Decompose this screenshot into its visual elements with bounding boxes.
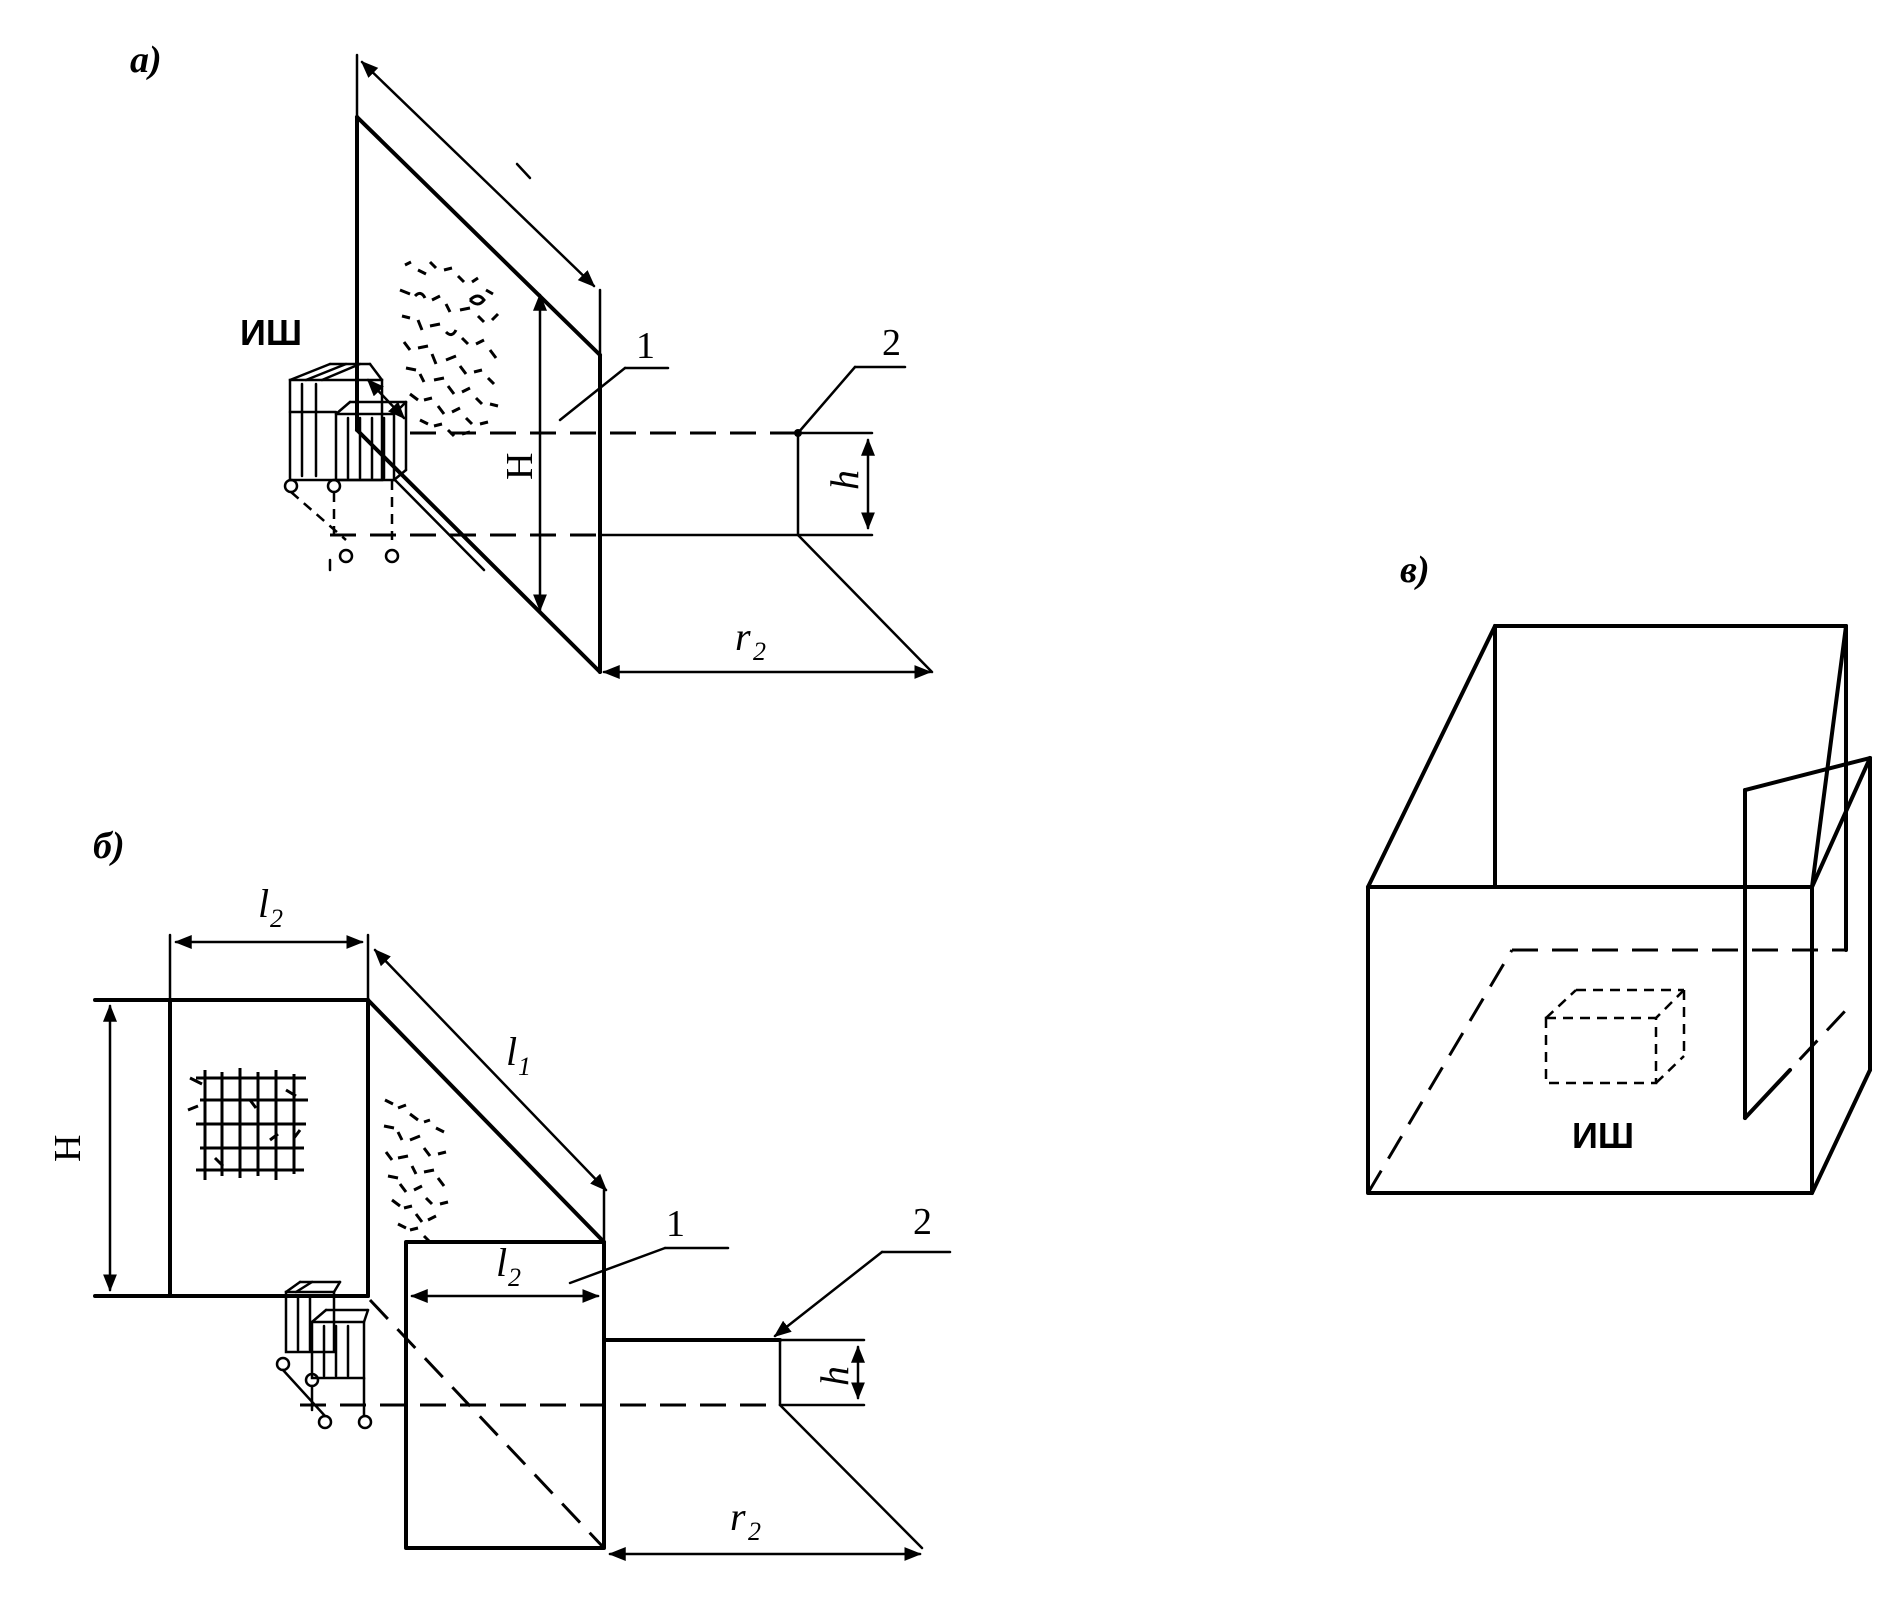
dim-l2-top-text: l <box>258 881 269 926</box>
dim-l1-b: l 1 <box>373 948 608 1244</box>
dim-r-a-text: r <box>735 614 751 659</box>
panel-a: а) H <box>130 39 934 679</box>
dim-l-a <box>355 53 602 357</box>
dim-l2-front-b: l 2 <box>410 1240 600 1303</box>
screen-1-b <box>404 1240 606 1550</box>
dim-h-b: h <box>778 1338 866 1407</box>
callout-2-b: 2 <box>773 1201 952 1338</box>
source-label-a: ИШ <box>240 312 302 353</box>
hatching-b-rear <box>187 1068 308 1180</box>
dim-l2-top-sub: 2 <box>270 904 283 933</box>
panel-c: в) <box>1366 549 1872 1195</box>
dim-h-a-text: h <box>822 470 867 490</box>
panel-b: б) l 2 H l 1 <box>47 825 952 1561</box>
dim-h-a: h <box>796 431 875 537</box>
receiver-band-a <box>330 429 934 674</box>
panel-a-label: а) <box>130 39 162 81</box>
rear-plate-b <box>93 998 606 1298</box>
panel-b-label: б) <box>93 825 125 867</box>
dim-H-b: H <box>47 1004 117 1292</box>
hatching-b-side <box>383 1098 449 1244</box>
dim-l2-top-b: l 2 <box>168 881 370 1002</box>
callout-1-a-text: 1 <box>636 325 655 367</box>
dim-r-b-text: r <box>730 1494 746 1539</box>
dim-r-b-sub: 2 <box>748 1517 761 1546</box>
dim-H-a: H <box>499 293 547 612</box>
dim-h-b-text: h <box>812 1366 857 1386</box>
receiver-band-b <box>300 1298 924 1550</box>
source-box-c <box>1544 988 1686 1085</box>
source-label-c: ИШ <box>1572 1115 1634 1156</box>
dim-l2-front-text: l <box>496 1240 507 1285</box>
enclosure-c <box>1366 624 1872 1195</box>
callout-1-a: 1 <box>558 325 670 422</box>
callout-2-b-text: 2 <box>913 1201 932 1243</box>
dim-l1-sub: 1 <box>518 1052 531 1081</box>
screen-1-a <box>355 115 602 674</box>
dim-r2-a: r 2 <box>602 614 932 679</box>
callout-2-a: 2 <box>796 322 907 435</box>
panel-c-label: в) <box>1400 549 1430 591</box>
dim-r2-b: r 2 <box>608 1494 922 1561</box>
dim-H-a-text: H <box>499 453 541 480</box>
callout-1-b: 1 <box>568 1203 730 1285</box>
hatching-a <box>399 260 500 438</box>
dim-l1-text: l <box>506 1029 517 1074</box>
callout-2-a-text: 2 <box>882 322 901 364</box>
dim-r-a-sub: 2 <box>753 637 766 666</box>
source-cart-b <box>275 1280 373 1430</box>
source-cart-a: ИШ <box>240 312 408 572</box>
dim-H-b-text: H <box>47 1135 89 1162</box>
callout-1-b-text: 1 <box>666 1203 685 1245</box>
dim-l2-front-sub: 2 <box>508 1263 521 1292</box>
